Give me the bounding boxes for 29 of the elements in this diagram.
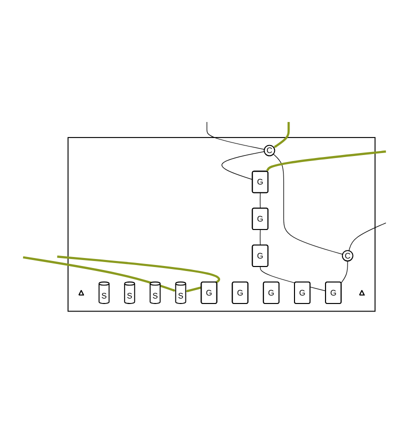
rounded-box: G [252, 208, 268, 230]
arrow [274, 122, 290, 148]
storage-cylinder: S [98, 282, 110, 304]
circle-node: C [342, 250, 354, 262]
connector-line [206, 122, 265, 150]
rounded-box: G [232, 282, 248, 304]
circle-node: C [264, 144, 276, 156]
arrow [266, 150, 386, 172]
rounded-box: G [252, 170, 268, 194]
triangle-marker [359, 290, 365, 296]
triangle-marker [78, 290, 84, 296]
arrow [57, 256, 220, 292]
connector-line [260, 192, 261, 209]
storage-cylinder: S [150, 282, 161, 304]
connector-line [260, 229, 261, 246]
arrow [22, 256, 176, 292]
connector-line [260, 266, 326, 292]
connector-line [340, 260, 348, 284]
rounded-box: G [200, 282, 218, 304]
storage-cylinder: S [124, 282, 136, 304]
connector-line [348, 222, 386, 252]
rounded-box: G [294, 282, 311, 304]
connector-line [222, 151, 265, 180]
rounded-box: G [252, 244, 268, 267]
storage-cylinder: S [175, 282, 186, 304]
rounded-box: G [325, 282, 342, 304]
rounded-box: G [262, 282, 280, 304]
frame-box [68, 137, 376, 312]
connector-line [273, 154, 343, 255]
